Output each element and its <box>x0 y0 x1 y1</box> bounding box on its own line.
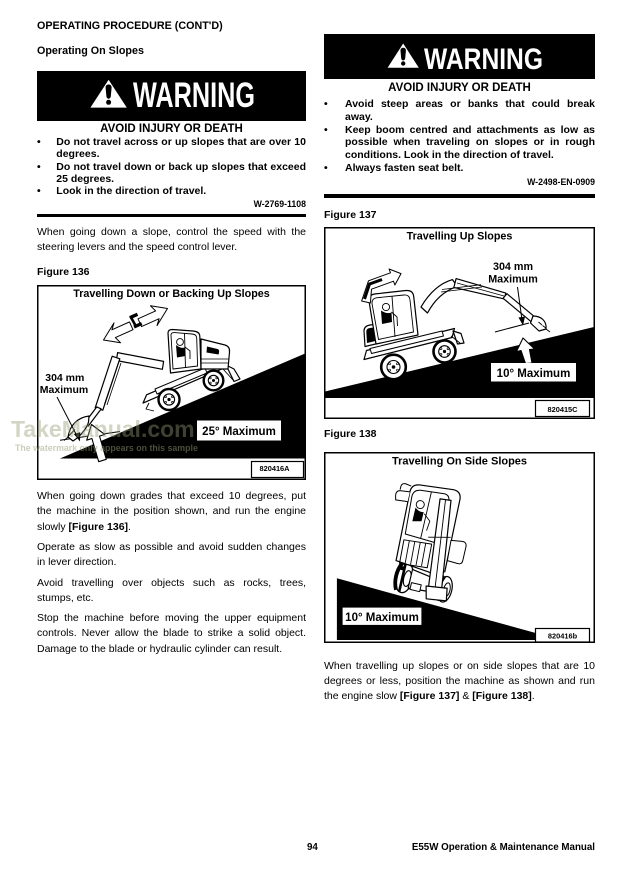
svg-text:Travelling Up Slopes: Travelling Up Slopes <box>407 230 513 242</box>
svg-text:304 mm: 304 mm <box>493 261 533 273</box>
svg-text:10° Maximum: 10° Maximum <box>497 368 571 380</box>
svg-text:Maximum: Maximum <box>40 383 88 395</box>
svg-text:WARNING: WARNING <box>424 43 543 76</box>
svg-text:Maximum: Maximum <box>488 273 538 285</box>
svg-text:Travelling On Side Slopes: Travelling On Side Slopes <box>392 455 527 467</box>
svg-text:820415C: 820415C <box>548 404 579 413</box>
svg-text:10° Maximum: 10° Maximum <box>345 612 419 624</box>
svg-text:304 mm: 304 mm <box>45 372 84 384</box>
svg-text:WARNING: WARNING <box>133 75 255 115</box>
svg-text:Travelling Down or Backing Up: Travelling Down or Backing Up Slopes <box>73 288 270 300</box>
svg-text:820416A: 820416A <box>260 463 291 472</box>
svg-text:25° Maximum: 25° Maximum <box>202 426 276 438</box>
svg-text:820416b: 820416b <box>548 631 578 640</box>
